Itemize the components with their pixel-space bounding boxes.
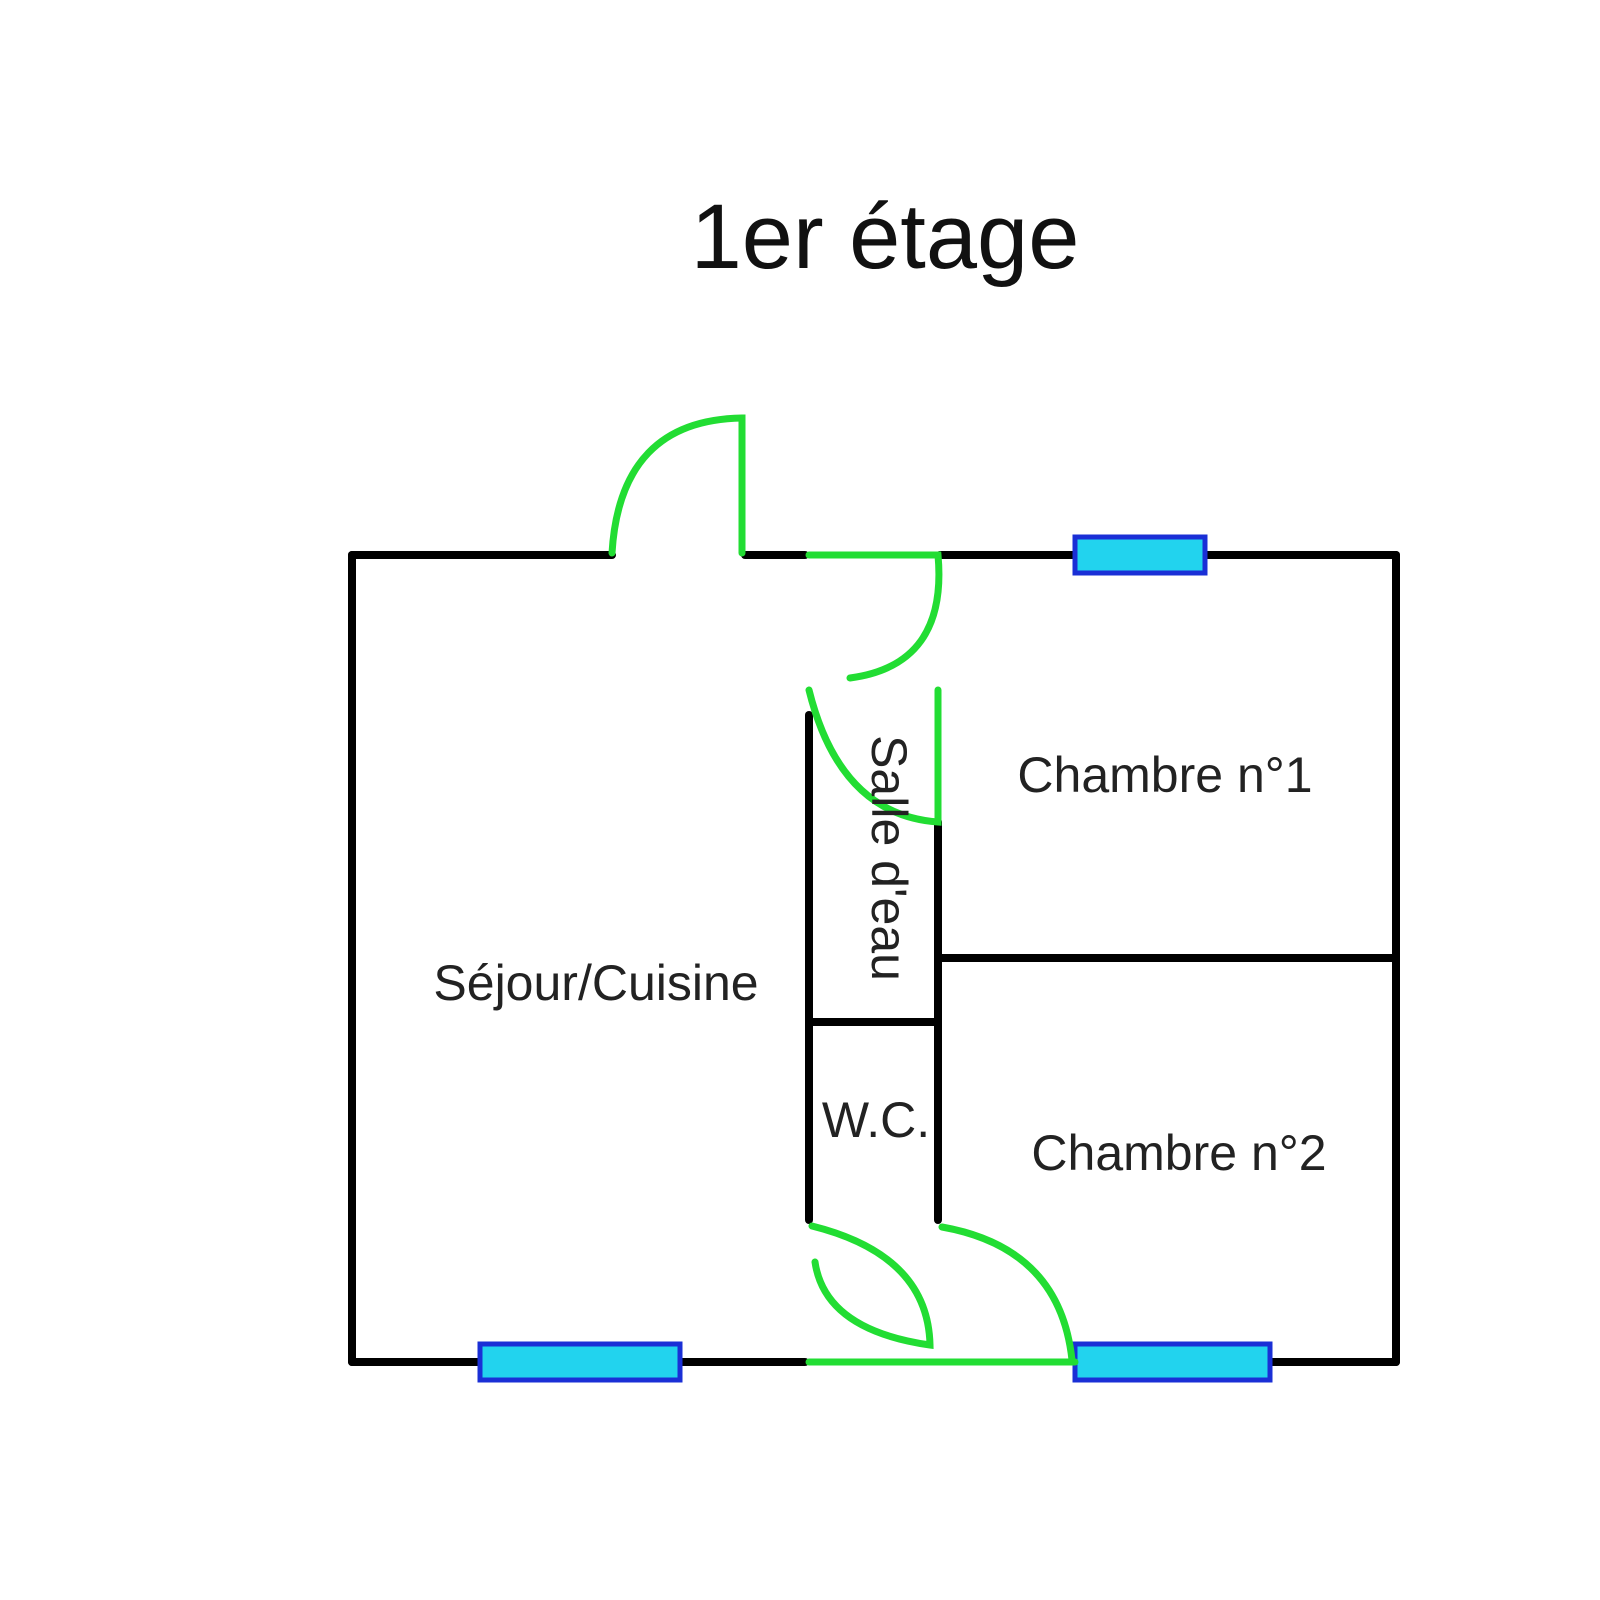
walls bbox=[348, 551, 1400, 1366]
window-bottom-right bbox=[1072, 1341, 1273, 1383]
room-label-living: Séjour/Cuisine bbox=[433, 955, 758, 1011]
room-label-bedroom2: Chambre n°2 bbox=[1031, 1125, 1326, 1181]
door-top-hall bbox=[805, 551, 943, 682]
door-wc bbox=[808, 1222, 934, 1350]
floor-title: 1er étage bbox=[691, 186, 1080, 288]
room-label-shower: Salle d'eau bbox=[861, 735, 917, 981]
room-label-wc: W.C. bbox=[822, 1092, 930, 1148]
door-shower bbox=[805, 686, 942, 826]
door-bedroom2 bbox=[938, 1223, 1076, 1364]
window-top bbox=[1072, 534, 1208, 576]
door-entrance bbox=[608, 414, 746, 557]
window-bottom-left bbox=[477, 1341, 683, 1383]
room-label-bedroom1: Chambre n°1 bbox=[1017, 747, 1312, 803]
doors bbox=[608, 414, 1079, 1366]
windows bbox=[477, 534, 1273, 1383]
